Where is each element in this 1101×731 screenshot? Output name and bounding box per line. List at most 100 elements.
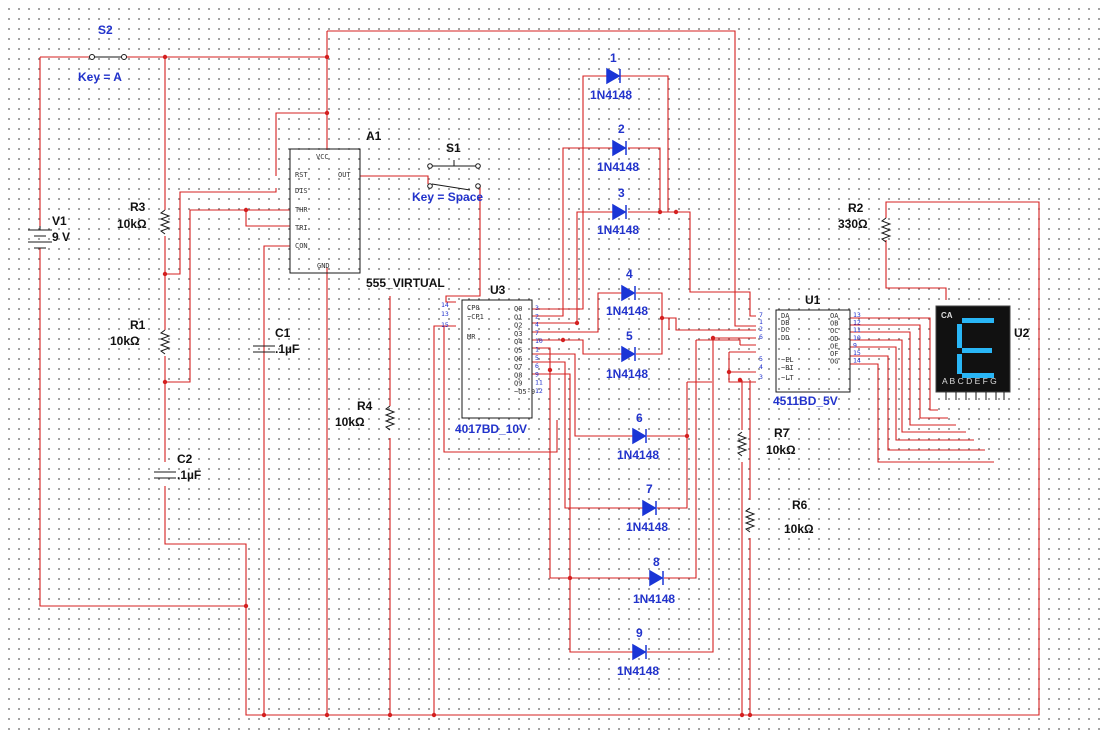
- diode-ref-1: 1: [610, 51, 617, 65]
- capacitor-c1: C1 .1µF: [253, 326, 299, 356]
- u1-type: 4511BD_5V: [773, 394, 838, 408]
- resistor-r6: R6 10kΩ: [744, 498, 814, 536]
- u1-pinnum-left-6: 3: [759, 373, 763, 381]
- u1-pinnum-left-5: 4: [759, 363, 763, 371]
- diode-array: 11N414821N414831N414841N414851N414861N41…: [590, 51, 675, 678]
- c1-ref: C1: [275, 326, 291, 340]
- u1-pin-right-6: OG: [830, 358, 838, 366]
- resistor-r3: R3 10kΩ: [117, 200, 171, 235]
- u1-pinnum-right-0: 13: [853, 311, 861, 319]
- u1-pin-right-2: OC: [830, 327, 838, 335]
- u3-pinnum-8: 9: [535, 370, 539, 378]
- u1-pin-left-4: ~EL: [781, 356, 794, 364]
- u3-pinnum-2: 4: [535, 321, 539, 329]
- diode-3: [612, 203, 627, 221]
- u1-pinnum-right-5: 15: [853, 349, 861, 357]
- u1-pin-left-5: ~BI: [781, 364, 794, 372]
- a1-type: 555_VIRTUAL: [366, 276, 445, 290]
- r6-value: 10kΩ: [784, 522, 814, 536]
- u3-pinnum-6: 5: [535, 354, 539, 362]
- diode-ref-2: 2: [618, 122, 625, 136]
- u2-segment-0: [962, 318, 994, 323]
- diode-ref-7: 7: [646, 482, 653, 496]
- diode-8: [649, 569, 664, 587]
- battery-v1: V1 9 V: [28, 214, 70, 249]
- diode-ref-4: 4: [626, 267, 633, 281]
- u1-pin-right-1: OB: [830, 320, 838, 328]
- u1-pin-right-3: OD: [830, 335, 838, 343]
- diode-ref-3: 3: [618, 186, 625, 200]
- u3-pin-cp0: CP0: [467, 304, 480, 312]
- r3-ref: R3: [130, 200, 146, 214]
- u3-pin-10: ~O5-9: [514, 388, 535, 396]
- r2-ref: R2: [848, 201, 864, 215]
- u1-pinnum-left-4: 5: [759, 355, 763, 363]
- u3-pin-3: Q3: [514, 330, 522, 338]
- u2-corner-label: CA: [941, 311, 953, 320]
- resistor-r4: R4 10kΩ: [335, 399, 396, 431]
- u1-pin-left-1: DB: [781, 319, 789, 327]
- diode-part-4: 1N4148: [606, 304, 648, 318]
- u1-pinnum-right-3: 10: [853, 334, 861, 342]
- u3-pin-mr: MR: [467, 333, 476, 341]
- diode-part-7: 1N4148: [626, 520, 668, 534]
- u1-pinnum-right-2: 11: [853, 326, 861, 334]
- resistor-r1: R1 10kΩ: [110, 318, 171, 355]
- u3-pinnum-4: 10: [535, 337, 543, 345]
- diode-5: [621, 345, 636, 363]
- diode-ref-6: 6: [636, 411, 643, 425]
- r4-ref: R4: [357, 399, 373, 413]
- u1-pin-left-2: DC: [781, 326, 789, 334]
- u2-segment-labels: A B C D E F G: [942, 376, 997, 386]
- r3-value: 10kΩ: [117, 217, 147, 231]
- junctions: [162, 54, 753, 718]
- resistor-r2: R2 330Ω: [838, 201, 892, 243]
- u3-pin-1: Q1: [514, 313, 522, 321]
- diode-part-6: 1N4148: [617, 448, 659, 462]
- u1-pinnum-right-1: 12: [853, 319, 861, 327]
- u3-pinnum-7: 6: [535, 362, 539, 370]
- u3-pin-5: Q5: [514, 347, 522, 355]
- u2-segment-3: [957, 354, 962, 374]
- v1-value: 9 V: [52, 230, 70, 244]
- diode-2: [612, 139, 627, 157]
- u2-segment-2: [962, 348, 992, 353]
- r7-ref: R7: [774, 426, 790, 440]
- diode-1: [606, 67, 621, 85]
- u1-pinnum-left-2: 2: [759, 325, 763, 333]
- u2-segment-1: [957, 324, 962, 348]
- u3-pinnum-15: 15: [441, 321, 449, 329]
- switch-s1[interactable]: S1 Key = Space: [412, 141, 483, 204]
- diode-ref-9: 9: [636, 626, 643, 640]
- diode-part-9: 1N4148: [617, 664, 659, 678]
- diode-4: [621, 284, 636, 302]
- r2-value: 330Ω: [838, 217, 868, 231]
- ic-a1-555[interactable]: A1 VCC RST OUT DIS THR TRI CON GND 555_V…: [289, 129, 445, 290]
- r1-ref: R1: [130, 318, 146, 332]
- s1-key: Key = Space: [412, 190, 483, 204]
- u1-pinnum-right-4: 9: [853, 341, 857, 349]
- c1-value: .1µF: [275, 342, 299, 356]
- a1-pin-rst: RST: [295, 171, 308, 179]
- s2-ref: S2: [98, 23, 113, 37]
- switch-s2[interactable]: S2 Key = A: [78, 23, 127, 84]
- diode-ref-8: 8: [653, 555, 660, 569]
- u1-pinnum-right-6: 14: [853, 357, 861, 365]
- u3-type: 4017BD_10V: [455, 422, 527, 436]
- diode-6: [632, 427, 647, 445]
- a1-pin-tri: TRI: [295, 224, 308, 232]
- u3-pinnum-5: 1: [535, 346, 539, 354]
- a1-pin-thr: THR: [295, 206, 308, 214]
- u1-pin-left-6: ~LT: [781, 374, 794, 382]
- u3-ref: U3: [490, 283, 506, 297]
- u3-pin-cp1: ~CP1: [467, 313, 484, 321]
- r1-value: 10kΩ: [110, 334, 140, 348]
- diode-9: [632, 643, 647, 661]
- r4-value: 10kΩ: [335, 415, 365, 429]
- resistor-r7: R7 10kΩ: [736, 426, 796, 457]
- u1-ref: U1: [805, 293, 821, 307]
- u2-ref: U2: [1014, 326, 1030, 340]
